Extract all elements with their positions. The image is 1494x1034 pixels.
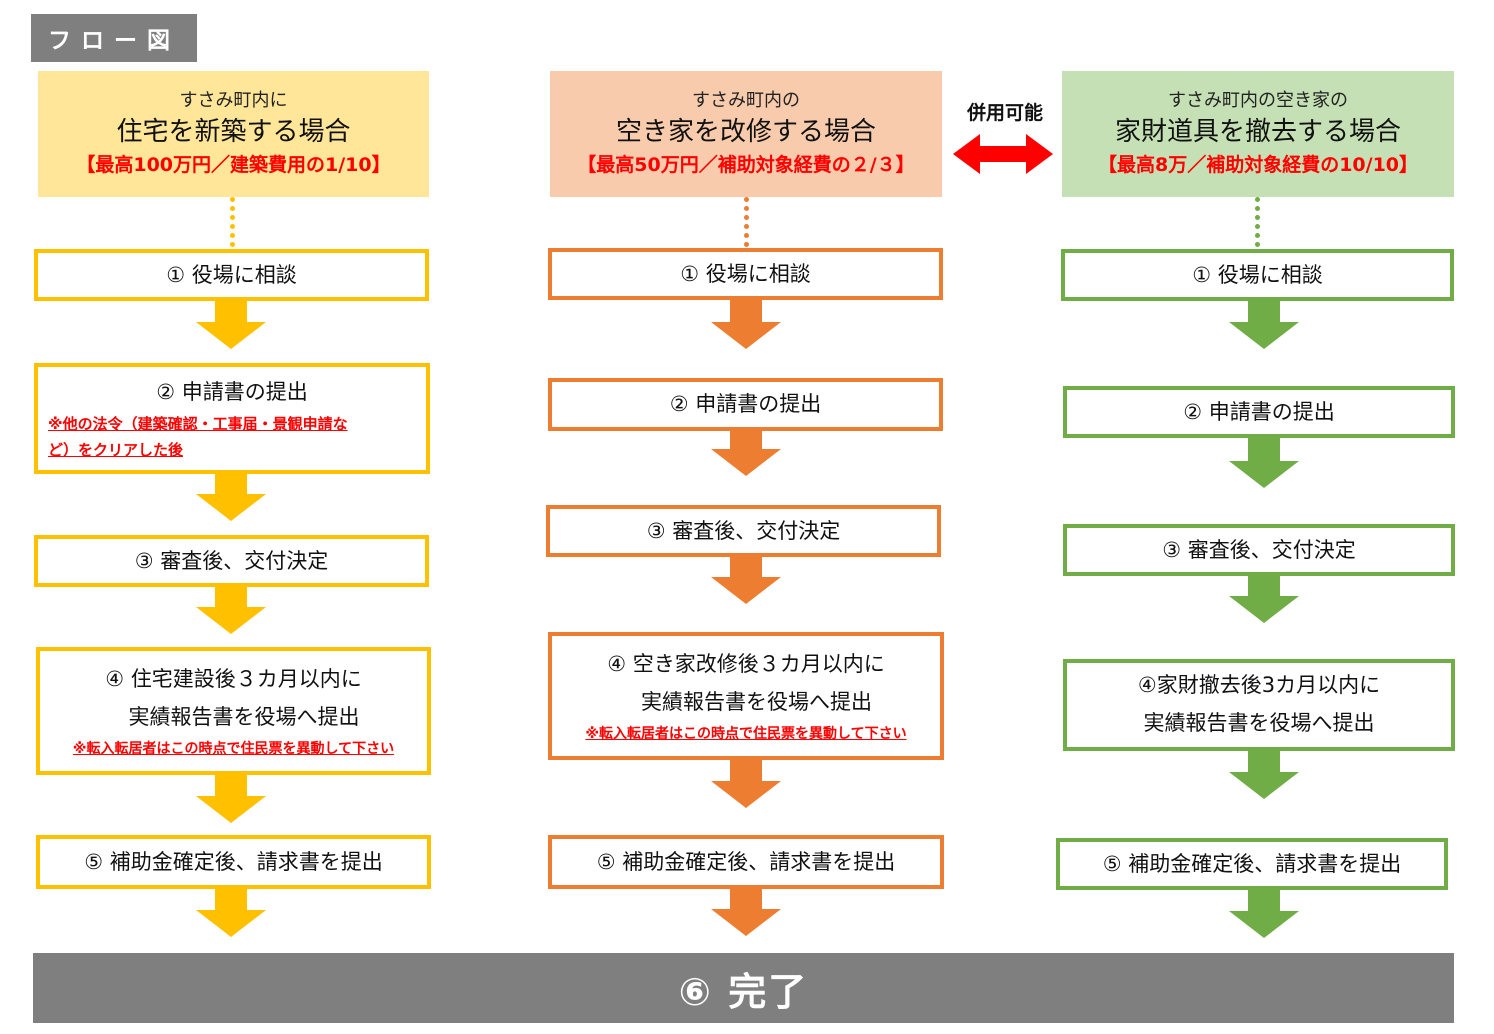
step-4-label-line-2: 実績報告書を役場へ提出 <box>107 704 360 729</box>
header-sub: すさみ町内の空き家の <box>1168 90 1348 112</box>
step-2-label: ② 申請書の提出 <box>669 392 822 417</box>
down-arrow-icon <box>711 760 781 808</box>
header-main: 家財道具を撤去する場合 <box>1114 116 1401 147</box>
header-amount: 【最高100万円／建築費用の1/10】 <box>76 154 391 177</box>
step-2-label: ② 申請書の提出 <box>1183 399 1335 424</box>
header-main: 住宅を新築する場合 <box>116 116 351 147</box>
step-5-label: ⑤ 補助金確定後、請求書を提出 <box>1102 851 1402 876</box>
step-2: ② 申請書の提出 ※他の法令（建築確認・工事届・景観申請な ど）をクリアした後 <box>34 363 430 474</box>
down-arrow-icon <box>1229 751 1299 799</box>
step-1-label: ① 役場に相談 <box>680 261 811 286</box>
step-5-label: ⑤ 補助金確定後、請求書を提出 <box>596 849 896 874</box>
header-renovation: すさみ町内の 空き家を改修する場合 【最高50万円／補助対象経費の２/３】 <box>550 71 942 197</box>
down-arrow-icon <box>196 301 266 349</box>
down-arrow-icon <box>196 474 266 521</box>
header-new-construction: すさみ町内に 住宅を新築する場合 【最高100万円／建築費用の1/10】 <box>38 71 429 197</box>
step-5: ⑤ 補助金確定後、請求書を提出 <box>36 835 431 889</box>
step-1: ① 役場に相談 <box>34 249 429 301</box>
step-4-label-line-2: 実績報告書を役場へ提出 <box>620 689 872 714</box>
double-arrow-icon <box>953 134 1053 174</box>
down-arrow-icon <box>1229 890 1299 938</box>
step-4-label-line-1: ④家財撤去後3カ月以内に <box>1137 673 1381 698</box>
header-sub: すさみ町内の <box>692 90 800 112</box>
header-sub: すさみ町内に <box>179 90 288 112</box>
step-1-label: ① 役場に相談 <box>1192 262 1323 287</box>
step-3-label: ③ 審査後、交付決定 <box>134 548 329 573</box>
step-4: ④ 住宅建設後３カ月以内に 実績報告書を役場へ提出 ※転入転居者はこの時点で住民… <box>36 647 431 775</box>
step-2-note-line-2: ど）をクリアした後 <box>48 440 184 459</box>
step-4: ④ 空き家改修後３カ月以内に 実績報告書を役場へ提出 ※転入転居者はこの時点で住… <box>548 632 944 760</box>
step-1-label: ① 役場に相談 <box>166 262 297 287</box>
down-arrow-icon <box>196 587 266 634</box>
header-main: 空き家を改修する場合 <box>615 116 876 147</box>
step-3: ③ 審査後、交付決定 <box>1063 524 1455 576</box>
step-1: ① 役場に相談 <box>1061 249 1454 301</box>
down-arrow-icon <box>711 300 781 349</box>
step-4: ④家財撤去後3カ月以内に 実績報告書を役場へ提出 <box>1063 659 1455 751</box>
step-3-label: ③ 審査後、交付決定 <box>1162 537 1356 562</box>
step-2-note-line-1: ※他の法令（建築確認・工事届・景観申請な <box>48 414 348 433</box>
step-2: ② 申請書の提出 <box>548 378 943 431</box>
connector-dots <box>744 197 749 247</box>
connector-dots <box>230 197 235 247</box>
step-4-note: ※転入転居者はこの時点で住民票を異動して下さい <box>585 725 907 742</box>
page-title: フロー図 <box>31 14 197 62</box>
down-arrow-icon <box>711 557 781 604</box>
header-amount: 【最高50万円／補助対象経費の２/３】 <box>577 154 915 177</box>
step-2-label: ② 申請書の提出 <box>156 379 308 404</box>
step-5: ⑤ 補助金確定後、請求書を提出 <box>548 835 944 889</box>
final-step-complete: ⑥ 完了 <box>33 953 1454 1023</box>
step-1: ① 役場に相談 <box>548 248 943 300</box>
down-arrow-icon <box>1229 576 1299 623</box>
down-arrow-icon <box>1229 438 1299 488</box>
step-3-label: ③ 審査後、交付決定 <box>646 518 841 543</box>
header-amount: 【最高8万／補助対象経費の10/10】 <box>1097 154 1419 177</box>
down-arrow-icon <box>1229 301 1299 349</box>
step-4-label-line-1: ④ 住宅建設後３カ月以内に <box>105 666 362 691</box>
header-removal: すさみ町内の空き家の 家財道具を撤去する場合 【最高8万／補助対象経費の10/1… <box>1062 71 1454 197</box>
step-3: ③ 審査後、交付決定 <box>546 505 941 557</box>
step-2: ② 申請書の提出 <box>1063 386 1455 438</box>
down-arrow-icon <box>196 775 266 823</box>
down-arrow-icon <box>711 889 781 936</box>
step-5-label: ⑤ 補助金確定後、請求書を提出 <box>84 849 383 874</box>
down-arrow-icon <box>711 431 781 476</box>
connector-dots <box>1255 197 1260 247</box>
down-arrow-icon <box>196 889 266 937</box>
step-3: ③ 審査後、交付決定 <box>34 535 429 587</box>
step-4-label-line-1: ④ 空き家改修後３カ月以内に <box>607 651 885 676</box>
step-4-label-line-2: 実績報告書を役場へ提出 <box>1143 711 1375 735</box>
step-4-note: ※転入転居者はこの時点で住民票を異動して下さい <box>72 740 395 757</box>
combo-label: 併用可能 <box>966 102 1043 124</box>
step-5: ⑤ 補助金確定後、請求書を提出 <box>1056 838 1448 890</box>
